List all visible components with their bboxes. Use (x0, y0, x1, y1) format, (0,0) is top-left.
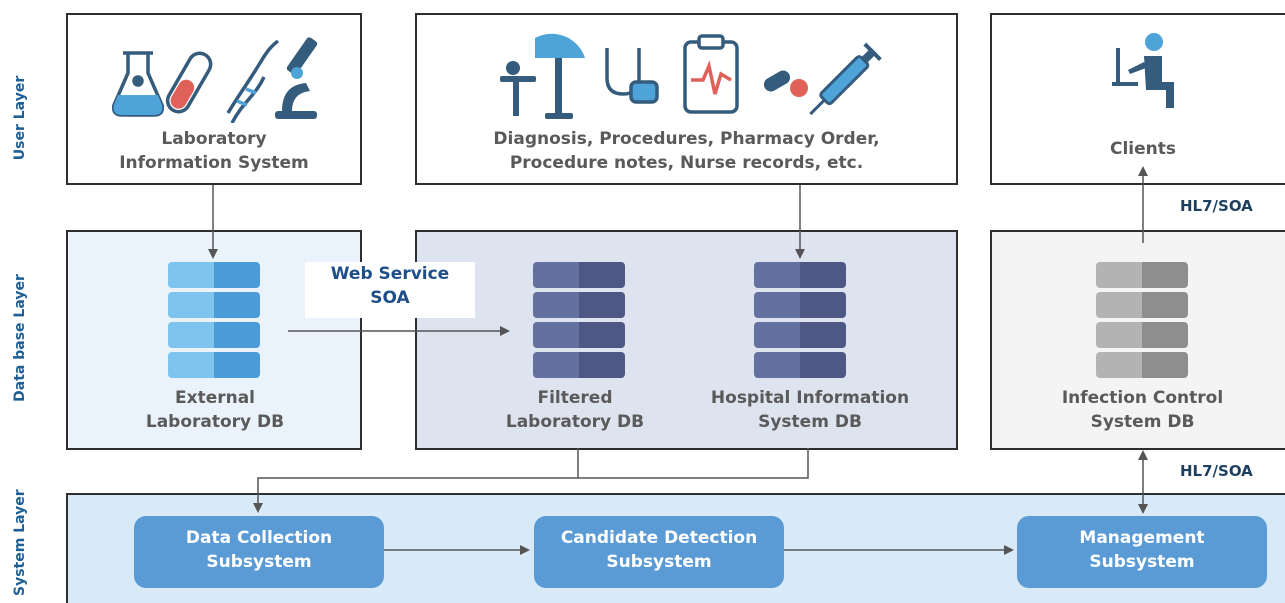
db-segment (1096, 322, 1188, 348)
flask-icon (111, 51, 165, 117)
his-db-line1: Hospital Information (710, 388, 910, 408)
stethoscope-icon (605, 48, 659, 104)
data-collection-subsystem[interactable]: Data Collection Subsystem (134, 516, 384, 588)
clinical-caption: Diagnosis, Procedures, Pharmacy Order, P… (415, 127, 958, 175)
db-segment (533, 352, 625, 378)
surgery-lamp-icon (500, 33, 585, 119)
seated-user-computer-icon (1112, 33, 1174, 108)
dna-icon (226, 39, 280, 123)
web-service-line1: Web Service (330, 264, 450, 284)
filtered-db-caption: Filtered Laboratory DB (470, 386, 680, 434)
db-segment (168, 322, 260, 348)
db-segment (1096, 292, 1188, 318)
filtered-db-icon (533, 262, 625, 382)
ic-db-line2: System DB (1090, 412, 1195, 432)
management-line1: Management (1079, 528, 1205, 548)
his-db-line2: System DB (758, 412, 862, 432)
db-segment (754, 262, 846, 288)
microscope-icon (275, 37, 318, 119)
lab-icons (111, 37, 318, 123)
db-segment (168, 352, 260, 378)
data-collection-line1: Data Collection (185, 528, 333, 548)
web-service-label: Web Service SOA (305, 262, 475, 318)
filtered-db-line2: Laboratory DB (505, 412, 645, 432)
candidate-detection-line1: Candidate Detection (560, 528, 758, 548)
ic-db-icon (1096, 262, 1188, 382)
filtered-db-line1: Filtered (537, 388, 613, 408)
clients-caption: Clients (1070, 137, 1216, 161)
db-segment (533, 292, 625, 318)
clinical-line2: Procedure notes, Nurse records, etc. (509, 153, 864, 173)
lab-system-line1: Laboratory (161, 129, 267, 149)
ic-db-caption: Infection Control System DB (1025, 386, 1260, 434)
db-segment (754, 322, 846, 348)
lab-system-line2: Information System (119, 153, 309, 173)
his-db-caption: Hospital Information System DB (690, 386, 930, 434)
db-segment (168, 292, 260, 318)
syringe-icon (809, 42, 882, 116)
external-db-line1: External (174, 388, 256, 408)
clinical-line1: Diagnosis, Procedures, Pharmacy Order, (493, 129, 880, 149)
his-db-icon (754, 262, 846, 382)
lab-system-caption: Laboratory Information System (66, 127, 362, 175)
db-segment (533, 262, 625, 288)
protocol-bottom: HL7/SOA (1180, 462, 1253, 480)
clients-label: Clients (1109, 139, 1176, 159)
clipboard-ecg-icon (683, 34, 739, 114)
db-segment (754, 352, 846, 378)
db-segment (168, 262, 260, 288)
protocol-top: HL7/SOA (1180, 197, 1253, 215)
external-db-icon (168, 262, 260, 382)
filtered-his-db-box (415, 230, 958, 450)
db-segment (1096, 352, 1188, 378)
clients-box (990, 13, 1285, 185)
db-segment (1096, 262, 1188, 288)
data-collection-line2: Subsystem (206, 552, 312, 572)
test-tube-icon (165, 51, 213, 114)
ic-db-line1: Infection Control (1061, 388, 1224, 408)
db-segment (533, 322, 625, 348)
db-segment (754, 292, 846, 318)
external-db-line2: Laboratory DB (145, 412, 285, 432)
external-db-caption: External Laboratory DB (100, 386, 330, 434)
web-service-line2: SOA (370, 288, 410, 308)
candidate-detection-subsystem[interactable]: Candidate Detection Subsystem (534, 516, 784, 588)
clinical-icons (500, 33, 882, 119)
management-line2: Subsystem (1089, 552, 1195, 572)
candidate-detection-line2: Subsystem (606, 552, 712, 572)
management-subsystem[interactable]: Management Subsystem (1017, 516, 1267, 588)
lines-db-to-data-collection (258, 448, 809, 511)
pills-icon (763, 70, 808, 97)
